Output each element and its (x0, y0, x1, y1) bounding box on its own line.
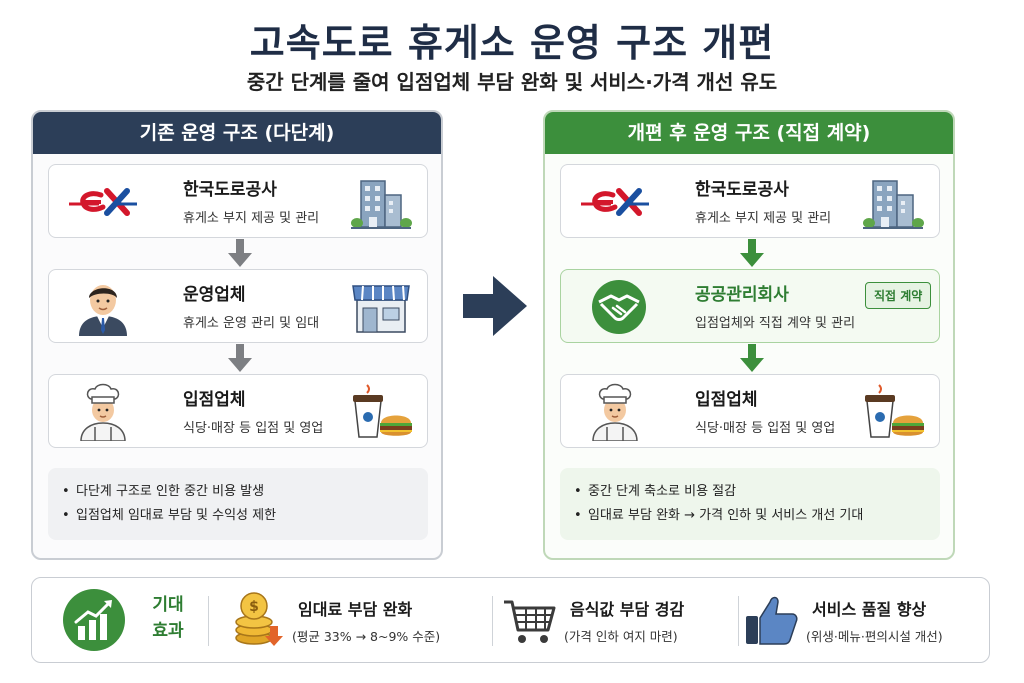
card-korea-expressway: 한국도로공사 휴게소 부지 제공 및 관리 (48, 164, 428, 238)
coffee-burger-icon (865, 384, 924, 438)
svg-text:$: $ (249, 599, 259, 615)
thumbs-up-icon (746, 596, 798, 645)
ex-logo-icon (69, 188, 137, 216)
divider (208, 596, 209, 646)
handshake-icon (592, 280, 646, 334)
existing-structure-panel: 기존 운영 구조 (다단계) 한국도로공사 휴게소 부지 제공 및 관리 (31, 110, 443, 560)
effect-desc: (위생·메뉴·편의시설 개선) (806, 629, 943, 644)
card-tenant: 입점업체 식당·매장 등 입점 및 영업 (48, 374, 428, 448)
reformed-structure-heading: 개편 후 운영 구조 (직접 계약) (545, 112, 953, 154)
coffee-burger-icon (353, 384, 412, 438)
down-arrow-icon (228, 239, 252, 267)
note-item: •다단계 구조로 인한 중간 비용 발생 (62, 484, 265, 499)
note-item: •중간 단계 축소로 비용 절감 (574, 484, 737, 499)
coin-stack-icon: $ (235, 592, 283, 646)
card-desc: 입점업체와 직접 계약 및 관리 (695, 316, 856, 331)
chef-icon (592, 383, 638, 441)
effect-service-quality: 서비스 품질 향상 (위생·메뉴·편의시설 개선) (744, 588, 984, 654)
divider (492, 596, 493, 646)
chef-icon (80, 383, 126, 441)
card-public-management: 공공관리회사 직접 계약 입점업체와 직접 계약 및 관리 (560, 269, 940, 343)
ex-logo-icon (581, 188, 649, 216)
card-title: 운영업체 (183, 285, 246, 305)
existing-structure-notes: •다단계 구조로 인한 중간 비용 발생 •입점업체 임대료 부담 및 수익성 … (48, 468, 428, 540)
card-title: 입점업체 (183, 390, 246, 410)
effect-food-cost: 음식값 부담 경감 (가격 인하 여지 마련) (502, 588, 732, 654)
page-subtitle: 중간 단계를 줄여 입점업체 부담 완화 및 서비스·가격 개선 유도 (246, 70, 778, 94)
card-desc: 식당·매장 등 입점 및 영업 (183, 421, 324, 436)
direct-contract-badge: 직접 계약 (865, 282, 932, 309)
card-desc: 휴게소 운영 관리 및 임대 (183, 316, 320, 331)
down-arrow-icon (740, 239, 764, 267)
effect-desc: (가격 인하 여지 마련) (564, 629, 678, 644)
down-arrow-icon (740, 344, 764, 372)
card-title: 입점업체 (695, 390, 758, 410)
page-title: 고속도로 휴게소 운영 구조 개편 (249, 21, 775, 65)
effect-title: 임대료 부담 완화 (298, 600, 413, 619)
down-arrow-icon (228, 344, 252, 372)
right-arrow-icon (463, 276, 527, 336)
card-title: 한국도로공사 (183, 180, 277, 200)
effect-title: 음식값 부담 경감 (570, 600, 685, 619)
note-item: •입점업체 임대료 부담 및 수익성 제한 (62, 508, 277, 523)
note-item: •임대료 부담 완화 → 가격 인하 및 서비스 개선 기대 (574, 508, 864, 523)
growth-chart-icon (63, 589, 125, 651)
card-title: 한국도로공사 (695, 180, 789, 200)
reformed-structure-panel: 개편 후 운영 구조 (직접 계약) 한국도로공사 휴게소 부지 제공 및 관리 (543, 110, 955, 560)
reformed-structure-notes: •중간 단계 축소로 비용 절감 •임대료 부담 완화 → 가격 인하 및 서비… (560, 468, 940, 540)
card-operator: 운영업체 휴게소 운영 관리 및 임대 (48, 269, 428, 343)
effect-rent-relief: $ 임대료 부담 완화 (평균 33% → 8~9% 수준) (230, 588, 470, 654)
effect-title: 서비스 품질 향상 (812, 600, 927, 619)
businessman-icon (79, 285, 127, 336)
office-building-icon (863, 180, 924, 229)
effect-desc: (평균 33% → 8~9% 수준) (292, 629, 441, 644)
card-title: 공공관리회사 (695, 285, 789, 305)
existing-structure-heading: 기존 운영 구조 (다단계) (33, 112, 441, 154)
office-building-icon (351, 180, 412, 229)
shopping-cart-icon (504, 600, 556, 643)
storefront-icon (352, 285, 410, 333)
divider (738, 596, 739, 646)
card-desc: 휴게소 부지 제공 및 관리 (183, 211, 320, 226)
card-tenant: 입점업체 식당·매장 등 입점 및 영업 (560, 374, 940, 448)
card-korea-expressway: 한국도로공사 휴게소 부지 제공 및 관리 (560, 164, 940, 238)
card-desc: 식당·매장 등 입점 및 영업 (695, 421, 836, 436)
card-desc: 휴게소 부지 제공 및 관리 (695, 211, 832, 226)
